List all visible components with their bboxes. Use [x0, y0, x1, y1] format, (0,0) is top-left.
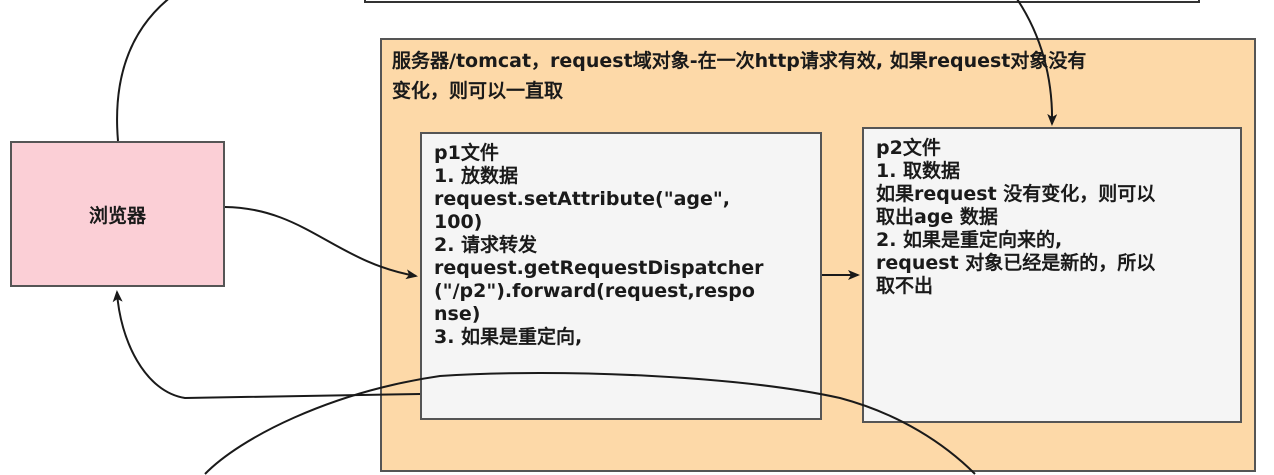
redirect-to-browser-arrow: [112, 290, 421, 400]
p1-line: p1文件: [434, 142, 499, 164]
server-title-line-2: 变化，则可以一直取: [392, 80, 564, 102]
p2-line: 取出age 数据: [876, 206, 998, 228]
p1-line: request.getRequestDispatcher: [434, 257, 764, 279]
p1-line: 2. 请求转发: [434, 234, 538, 256]
p1-line: 1. 放数据: [434, 165, 519, 187]
server-title: 服务器/tomcat，request域对象-在一次http请求有效, 如果req…: [392, 46, 1252, 106]
browser-label: 浏览器: [88, 204, 146, 227]
p2-line: request 对象已经是新的，所以: [876, 252, 1156, 274]
p1-line: 100): [434, 211, 483, 233]
p1-line: nse): [434, 303, 481, 325]
p2-line: 1. 取数据: [876, 160, 961, 182]
p1-line: request.setAttribute("age",: [434, 188, 731, 210]
p2-line: 取不出: [876, 275, 934, 297]
server-title-line-1: 服务器/tomcat，request域对象-在一次http请求有效, 如果req…: [392, 50, 1087, 72]
p1-line: 3. 如果是重定向,: [434, 326, 583, 348]
p2-file-box: p2文件 1. 取数据 如果request 没有变化，则可以 取出age 数据 …: [862, 127, 1242, 423]
p2-line: 2. 如果是重定向来的,: [876, 229, 1063, 251]
browser-to-p1-arrow: [224, 206, 418, 280]
top-box-edge: [364, 0, 1200, 3]
browser-outgoing-curve: [116, 0, 169, 142]
p1-line: ("/p2").forward(request,respo: [434, 280, 755, 302]
top-to-p2-arrow: [1016, 0, 1058, 126]
p2-line: 如果request 没有变化，则可以: [876, 183, 1156, 205]
p2-line: p2文件: [876, 137, 941, 159]
browser-box: 浏览器: [10, 141, 225, 287]
lower-arc-curve: [204, 371, 976, 475]
p1-file-box: p1文件 1. 放数据 request.setAttribute("age", …: [420, 132, 822, 420]
